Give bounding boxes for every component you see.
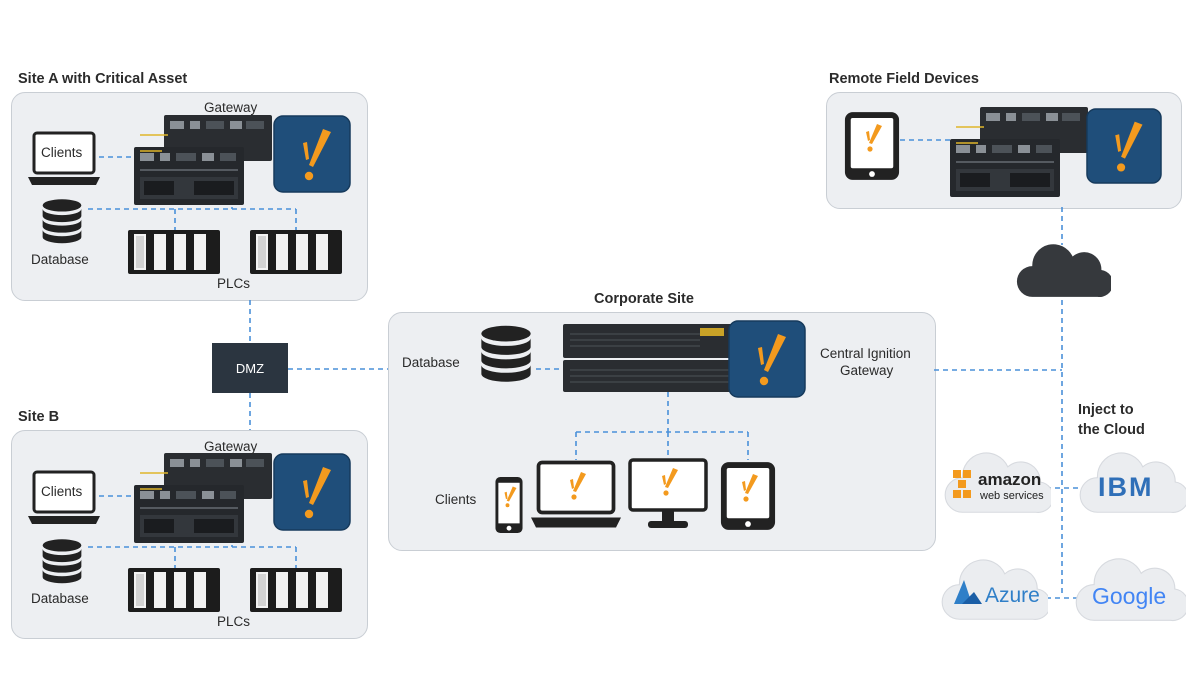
site-a-plcs-label: PLCs [217, 276, 251, 291]
dmz-box: DMZ [212, 343, 288, 393]
site-a-gateway-label: Gateway [204, 100, 258, 115]
central-gateway-label-line1: Central Ignition [820, 346, 911, 361]
azure-logo-text: Azure [985, 584, 1040, 607]
remote-field-devices-title: Remote Field Devices [829, 71, 979, 87]
site-a-title: Site A with Critical Asset [18, 71, 188, 87]
central-gateway-label-line2: Gateway [840, 363, 894, 378]
site-a-database-label: Database [31, 252, 89, 267]
amazon-logo-text: amazon [978, 470, 1042, 489]
site-b-plcs-label: PLCs [217, 614, 251, 629]
site-b-title: Site B [18, 409, 60, 425]
google-logo-text: Google [1092, 583, 1167, 609]
corporate-clients-label: Clients [435, 492, 477, 507]
site-a-clients-label: Clients [41, 145, 83, 160]
ibm-logo-text: IBM [1098, 472, 1154, 502]
inject-to-cloud-line1: Inject to [1078, 402, 1134, 418]
corporate-database-label: Database [402, 355, 460, 370]
inject-to-cloud-line2: the Cloud [1078, 422, 1145, 438]
corporate-site-title: Corporate Site [594, 291, 694, 307]
amazon-logo-subtext: web services [980, 490, 1044, 502]
site-b-gateway-label: Gateway [204, 439, 258, 454]
site-b-database-label: Database [31, 591, 89, 606]
site-b-clients-label: Clients [41, 484, 83, 499]
